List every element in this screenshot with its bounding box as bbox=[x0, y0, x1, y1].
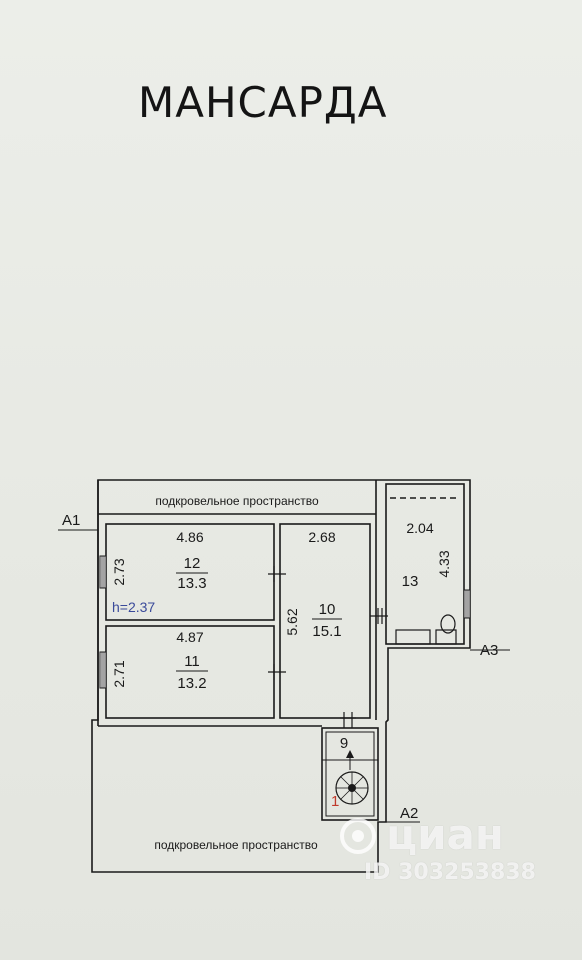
cian-logo-icon bbox=[340, 818, 376, 854]
room-10-outline bbox=[279, 523, 371, 719]
room-11-area: 13.2 bbox=[177, 675, 206, 692]
axis-a2-label: А2 bbox=[400, 805, 418, 822]
under-roof-top-label: подкровельное пространство bbox=[155, 494, 319, 508]
toilet bbox=[440, 614, 456, 634]
sheet-title: МАНСАРДА bbox=[138, 78, 388, 127]
room-12-depth: 2.73 bbox=[111, 558, 127, 585]
axis-a1-label: А1 bbox=[62, 512, 80, 529]
spiral-stair bbox=[335, 750, 369, 805]
room-12-number: 12 bbox=[184, 555, 201, 572]
window-room-11 bbox=[99, 651, 107, 689]
stair-number: 1 bbox=[331, 793, 339, 810]
room-13-width: 2.04 bbox=[406, 520, 433, 536]
room-10-width: 2.68 bbox=[308, 529, 335, 545]
cian-watermark: циан ID 303253838 bbox=[338, 808, 568, 898]
room-10-area: 15.1 bbox=[312, 623, 341, 640]
room-11-depth: 2.71 bbox=[111, 660, 127, 687]
axis-a3-label: А3 bbox=[480, 642, 498, 659]
room-13-depth: 4.33 bbox=[436, 550, 452, 577]
room-10-depth: 5.62 bbox=[284, 608, 300, 635]
room-9-number: 9 bbox=[340, 735, 348, 752]
cian-logo-text: циан bbox=[386, 810, 504, 859]
room-12-width: 4.86 bbox=[176, 529, 203, 545]
room-10-number: 10 bbox=[319, 601, 336, 618]
sink bbox=[435, 629, 457, 645]
listing-id: ID 303253838 bbox=[364, 860, 536, 885]
room-13-number: 13 bbox=[402, 573, 419, 590]
room-11-width: 4.87 bbox=[176, 629, 203, 645]
under-roof-bottom-label: подкровельное пространство bbox=[154, 838, 318, 852]
room-12-area: 13.3 bbox=[177, 575, 206, 592]
stair-inner bbox=[325, 731, 375, 817]
window-room-13 bbox=[463, 589, 471, 619]
window-room-12 bbox=[99, 555, 107, 589]
bathtub bbox=[395, 629, 431, 645]
room-11-number: 11 bbox=[184, 653, 200, 670]
ceiling-height: h=2.37 bbox=[112, 599, 155, 615]
room-13-outline bbox=[385, 483, 465, 645]
